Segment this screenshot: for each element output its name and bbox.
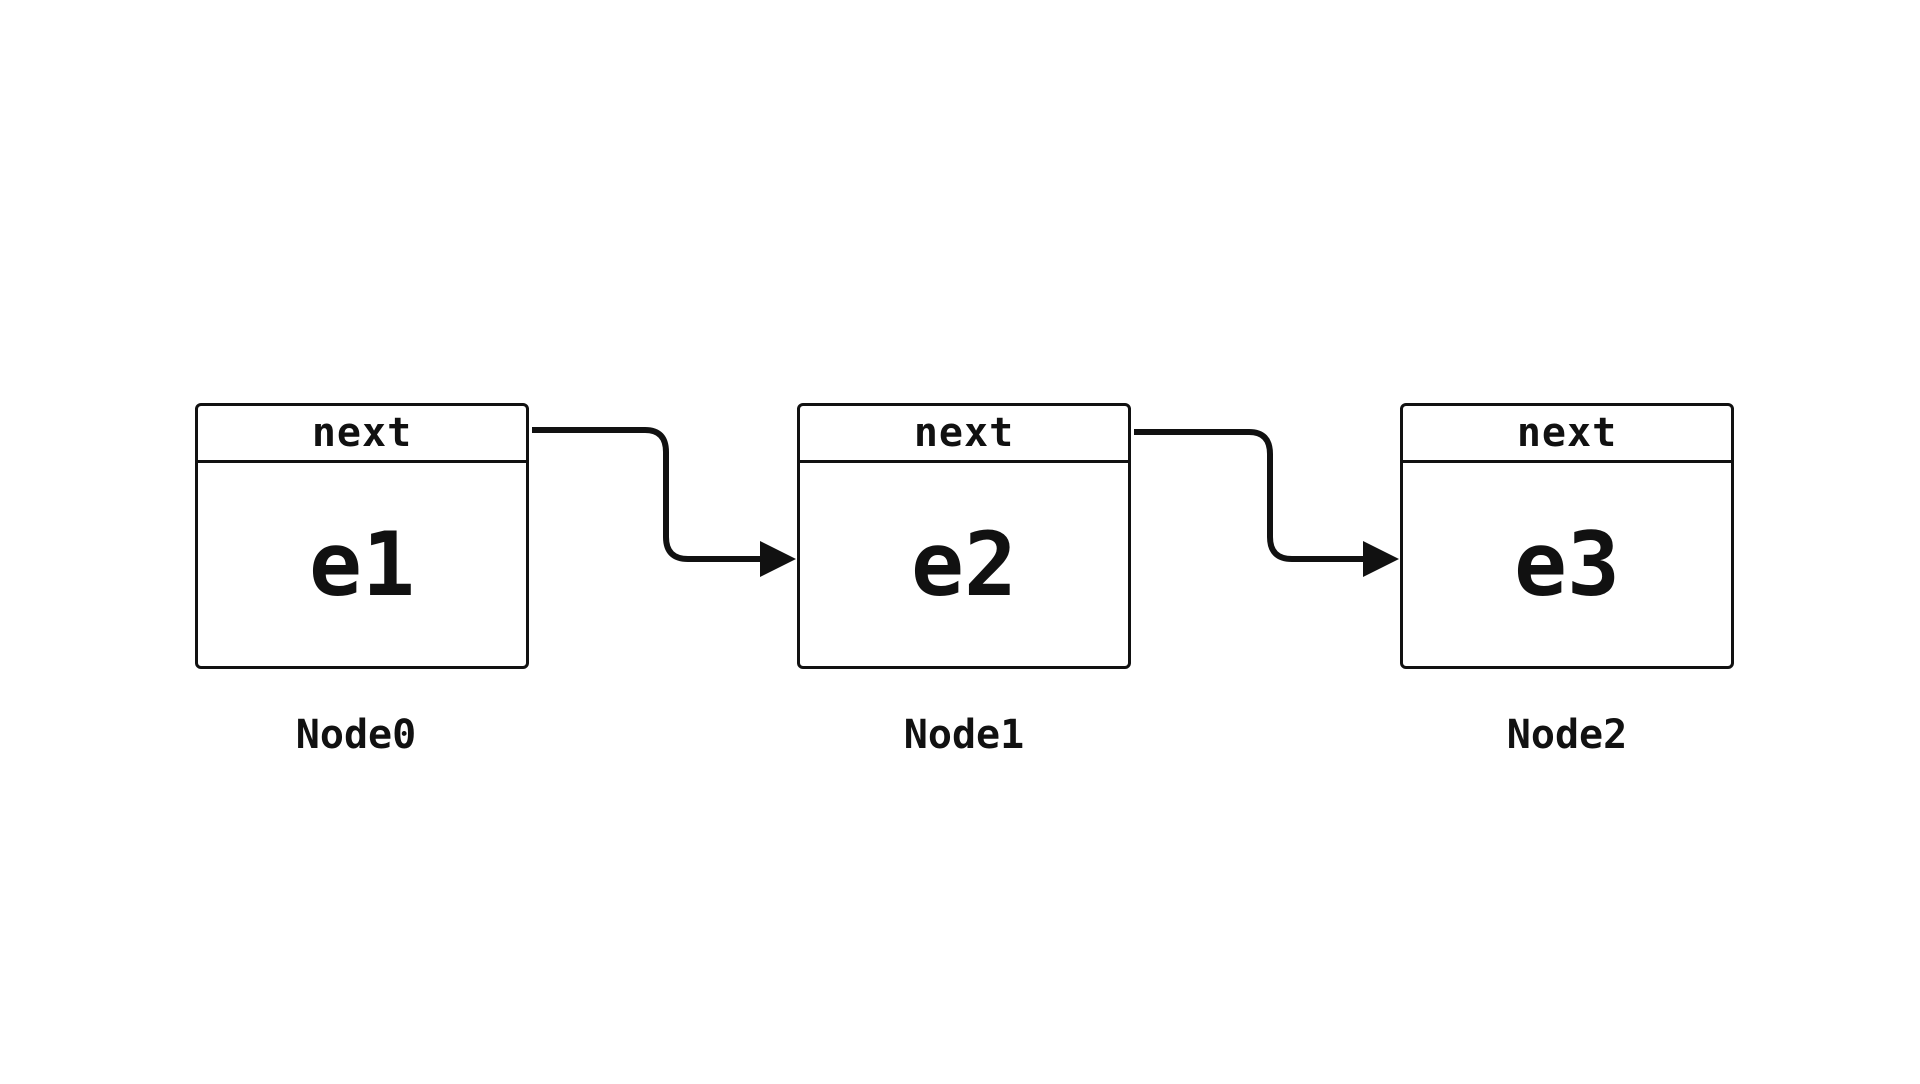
pointer-arrow-node0-to-node1 xyxy=(532,427,796,577)
node-2-box: next e3 xyxy=(1400,403,1734,669)
node-1-caption: Node1 xyxy=(903,712,1025,758)
node-1-box: next e2 xyxy=(797,403,1131,669)
node-2-caption: Node2 xyxy=(1506,712,1628,758)
node-0-box: next e1 xyxy=(195,403,529,669)
node-2-value: e3 xyxy=(1514,513,1620,616)
node-1-value: e2 xyxy=(911,513,1017,616)
node-0-caption: Node0 xyxy=(295,712,417,758)
node-1-next-field: next xyxy=(800,406,1128,463)
node-2-next-field: next xyxy=(1403,406,1731,463)
node-0-next-field: next xyxy=(198,406,526,463)
pointer-arrow-node1-to-node2 xyxy=(1134,429,1399,577)
node-0-value: e1 xyxy=(309,513,415,616)
